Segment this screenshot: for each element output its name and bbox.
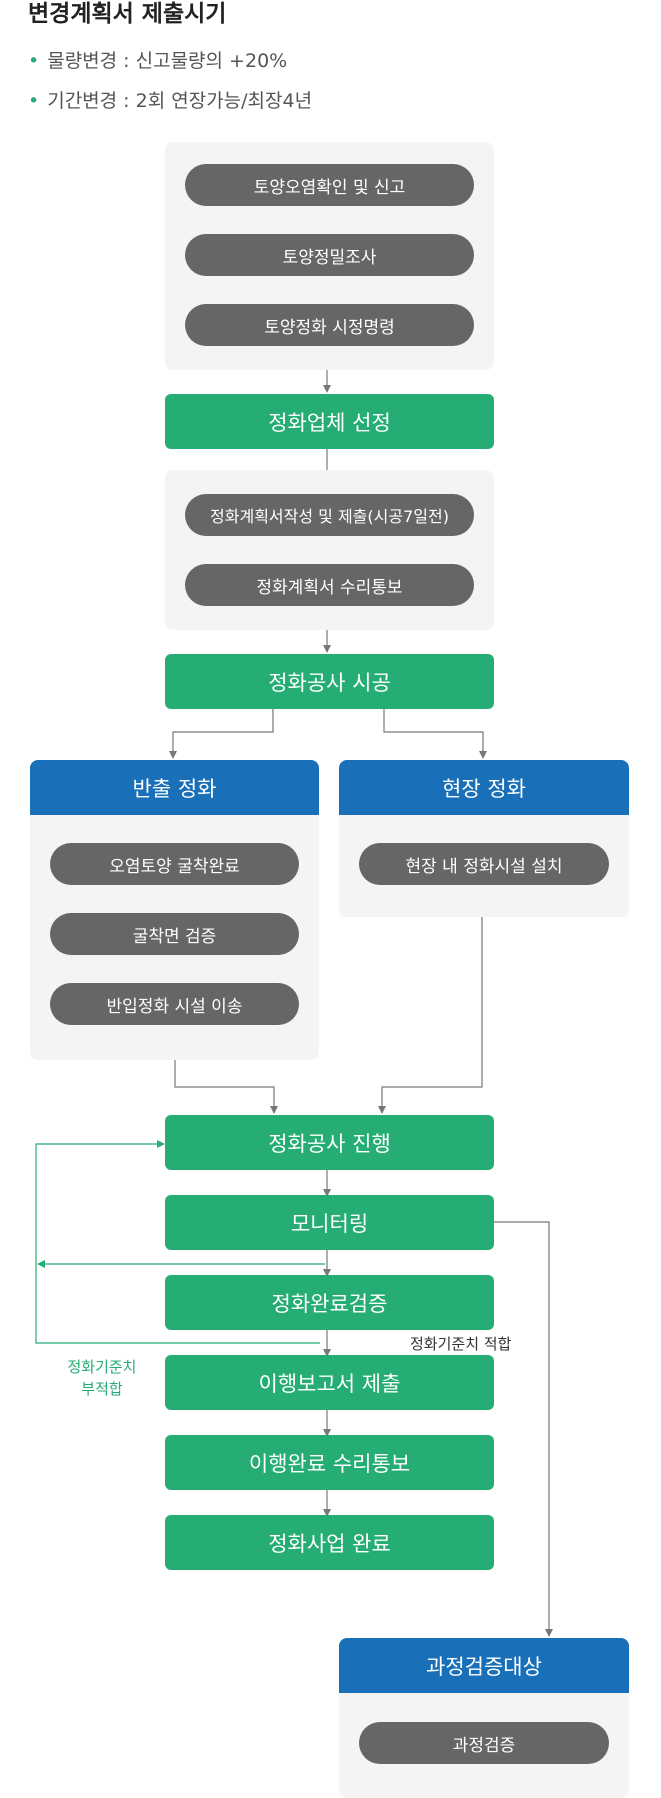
step-plan-submission: 정화계획서작성 및 제출(시공7일전) — [185, 494, 474, 536]
page-title: 변경계획서 제출시기 — [28, 1, 227, 27]
bullet-dot: • — [28, 90, 40, 112]
step-select-contractor: 정화업체 선정 — [165, 394, 494, 449]
step-excavation-verification: 굴착면 검증 — [50, 913, 299, 955]
step-report-submission: 이행보고서 제출 — [165, 1355, 494, 1410]
bullet-dot: • — [28, 50, 40, 72]
bullet-text: 기간변경 : 2회 연장가능/최장4년 — [47, 90, 313, 112]
step-project-complete: 정화사업 완료 — [165, 1515, 494, 1570]
label-standard-fail-line2: 부적합 — [81, 1380, 123, 1398]
onsite-header: 현장 정화 — [339, 760, 629, 815]
step-completion-acceptance: 이행완료 수리통보 — [165, 1435, 494, 1490]
offsite-header: 반출 정화 — [30, 760, 319, 815]
bullet-period-change: • 기간변경 : 2회 연장가능/최장4년 — [28, 86, 312, 113]
step-monitoring: 모니터링 — [165, 1195, 494, 1250]
label-standard-fail-line1: 정화기준치 — [67, 1358, 137, 1376]
step-completion-verification: 정화완료검증 — [165, 1275, 494, 1330]
step-construction-progress: 정화공사 진행 — [165, 1115, 494, 1170]
step-plan-acceptance: 정화계획서 수리통보 — [185, 564, 474, 606]
step-onsite-facility: 현장 내 정화시설 설치 — [359, 843, 609, 885]
step-process-verification: 과정검증 — [359, 1722, 609, 1764]
step-construction: 정화공사 시공 — [165, 654, 494, 709]
bullet-quantity-change: • 물량변경 : 신고물량의 +20% — [28, 46, 287, 73]
step-correction-order: 토양정화 시정명령 — [185, 304, 474, 346]
step-excavation-complete: 오염토양 굴착완료 — [50, 843, 299, 885]
bullet-text: 물량변경 : 신고물량의 +20% — [47, 50, 288, 72]
step-transfer-facility: 반입정화 시설 이송 — [50, 983, 299, 1025]
step-contamination-report: 토양오염확인 및 신고 — [185, 164, 474, 206]
step-detailed-survey: 토양정밀조사 — [185, 234, 474, 276]
process-check-header: 과정검증대상 — [339, 1638, 629, 1693]
label-standard-pass: 정화기준치 적합 — [410, 1335, 512, 1353]
